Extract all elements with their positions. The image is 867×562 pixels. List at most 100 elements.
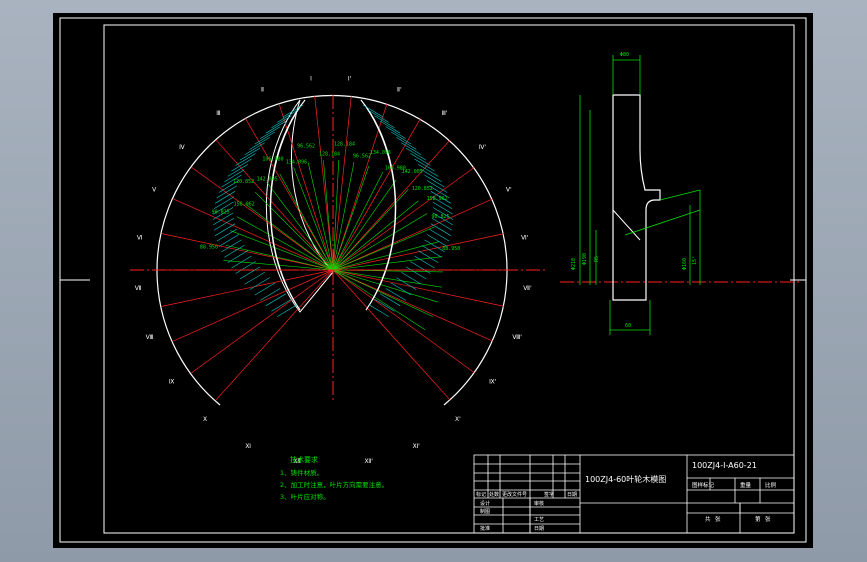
rev-date: 日期 [567, 492, 577, 498]
radial-ray-red [314, 95, 334, 271]
radial-ray-green [332, 269, 433, 317]
hatch-stroke-right [431, 218, 453, 231]
radial-ray-red [172, 269, 334, 342]
hatch-stroke-right [410, 153, 431, 166]
hatch-stroke-left [239, 266, 261, 280]
hatch-stroke-right [362, 104, 384, 118]
hatch-stroke-left [265, 120, 286, 134]
hatch-stroke-left [260, 126, 281, 139]
dim-text-left: 120.852 [233, 179, 254, 185]
notes-title: 技术要求 [290, 455, 318, 464]
section-dim-text: 60 [625, 323, 631, 329]
hatch-stroke-left [254, 282, 276, 296]
checker-label: 审核 [534, 500, 544, 507]
note-2: 2、加工时注意，叶片方向需要注意。 [280, 480, 388, 489]
hatch-stroke-left [213, 201, 234, 215]
radial-ray-green [332, 179, 397, 271]
radial-ray-green [332, 200, 419, 271]
dim-text-right: 106.980 [385, 165, 406, 171]
radial-ray-red [332, 269, 451, 401]
note-3: 3、叶片应对称。 [280, 492, 330, 501]
section-label-left: Ⅺ [245, 443, 251, 450]
section-label-left: Ⅻ [293, 458, 300, 465]
dim-text-right: 142.005 [257, 177, 278, 183]
hatch-stroke-right [421, 245, 442, 258]
section-label-right: Ⅶ' [523, 285, 532, 292]
hatch-stroke-left [277, 304, 298, 317]
drawing-sheet [53, 13, 813, 548]
section-label-left: Ⅵ [137, 234, 143, 241]
dim-text-right: 96.562 [353, 154, 371, 160]
radial-ray-green [255, 192, 334, 271]
hatch-stroke-right [368, 304, 389, 317]
radial-ray-green [323, 160, 334, 271]
hatch-stroke-right [374, 115, 395, 129]
radial-ray-red [215, 269, 334, 401]
hatch-stroke-left [213, 218, 235, 231]
section-label-left: Ⅰ [310, 76, 312, 83]
dim-text-left: 158.962 [427, 196, 448, 202]
hatch-stroke-left [227, 164, 248, 177]
hatch-stroke-left [244, 142, 265, 156]
hatch-stroke-right [429, 185, 450, 199]
hatch-stroke-left [235, 261, 256, 274]
hatch-stroke-right [405, 147, 427, 161]
hatch-stroke-right [410, 261, 431, 274]
hatch-stroke-right [431, 196, 453, 209]
radial-ray-red [215, 139, 334, 271]
blade-outer-arc-left [270, 99, 306, 311]
hatch-stroke-right [396, 277, 417, 290]
section-label-right: Ⅷ' [512, 334, 522, 341]
hatch-stroke-left [277, 110, 298, 123]
hatch-stroke-right [380, 293, 401, 307]
radial-ray-red [332, 233, 505, 271]
drafter-label: 制图 [480, 508, 490, 515]
note-1: 1、铸件材质。 [280, 468, 323, 477]
hatch-stroke-left [224, 169, 245, 182]
hatch-stroke-right [368, 110, 389, 123]
hatch-stroke-left [271, 298, 292, 312]
hatch-stroke-right [418, 250, 439, 263]
radial-ray-green [332, 161, 355, 271]
radial-ray-green [266, 181, 334, 271]
blade-line [612, 209, 641, 241]
hatch-stroke-left [244, 271, 265, 285]
radial-ray-red [332, 269, 494, 342]
hatch-stroke-left [231, 158, 252, 172]
sheet-total-unit: 张 [715, 515, 721, 523]
stage-header-mark: 图样标记 [692, 481, 715, 489]
outer-blade-arc [156, 94, 508, 406]
hatch-stroke-left [235, 153, 256, 166]
hatch-stroke-left [218, 234, 240, 247]
section-dim-text: 15° [692, 256, 698, 265]
hatch-stroke-right [432, 201, 453, 215]
dim-text-right: 88.950 [442, 246, 460, 252]
section-label-left: Ⅷ [146, 334, 154, 341]
hatch-stroke-left [231, 255, 252, 269]
hatch-stroke-right [430, 223, 452, 236]
hatch-stroke-right [414, 158, 435, 172]
approver-label: 批准 [480, 525, 490, 532]
radial-ray-red [332, 139, 451, 271]
blade-outer-arc-right [360, 99, 396, 311]
radial-ray-green [225, 244, 334, 271]
radial-ray-red [191, 166, 334, 271]
section-label-right: Ⅱ' [397, 87, 402, 94]
radial-ray-green [293, 167, 334, 271]
radial-ray-red [332, 103, 388, 271]
hatch-stroke-left [221, 174, 242, 188]
section-label-right: Ⅸ' [489, 379, 497, 386]
section-label-right: Ⅹ' [455, 416, 461, 423]
radial-ray-green [332, 165, 370, 271]
dim-text-right: 158.962 [234, 202, 255, 208]
section-dim-text: Φ190 [582, 253, 588, 265]
radial-ray-green [332, 269, 439, 303]
hatch-stroke-right [429, 228, 450, 242]
hatch-stroke-left [213, 196, 235, 209]
dim-text-left: 142.005 [402, 169, 423, 175]
dim-text-left: 134.096 [370, 150, 391, 156]
